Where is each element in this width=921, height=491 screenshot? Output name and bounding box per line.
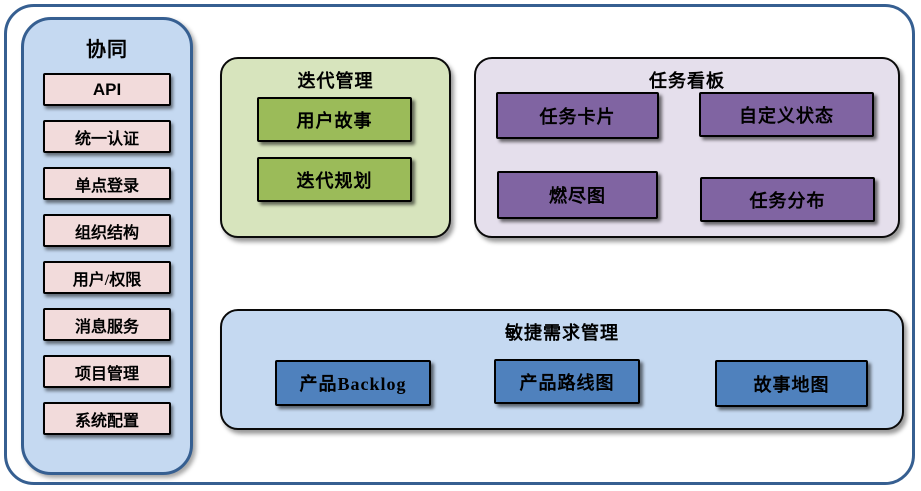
- sidebar-item-sso: 单点登录: [43, 167, 171, 200]
- collaboration-panel-title: 协同: [86, 39, 128, 61]
- sidebar-item-user-permission: 用户/权限: [43, 261, 171, 294]
- box-task-distribution: 任务分布: [700, 177, 875, 222]
- iteration-management-panel: 迭代管理 用户故事 迭代规划: [220, 57, 451, 238]
- task-board-panel: 任务看板 任务卡片 自定义状态 燃尽图 任务分布: [474, 57, 900, 238]
- agile-requirements-panel: 敏捷需求管理 产品Backlog 产品路线图 故事地图: [220, 309, 904, 430]
- outer-frame: 协同 API 统一认证 单点登录 组织结构 用户/权限 消息服务 项目管理 系统…: [4, 4, 915, 485]
- box-user-story: 用户故事: [257, 97, 412, 142]
- box-burndown-chart: 燃尽图: [497, 171, 658, 219]
- box-product-backlog: 产品Backlog: [275, 360, 431, 406]
- agile-requirements-title: 敏捷需求管理: [505, 323, 619, 343]
- sidebar-item-message-service: 消息服务: [43, 308, 171, 341]
- sidebar-item-project-mgmt: 项目管理: [43, 355, 171, 388]
- collaboration-panel: 协同 API 统一认证 单点登录 组织结构 用户/权限 消息服务 项目管理 系统…: [21, 17, 193, 475]
- iteration-management-title: 迭代管理: [297, 71, 374, 91]
- task-board-title: 任务看板: [649, 71, 725, 91]
- sidebar-item-unified-auth: 统一认证: [43, 120, 171, 153]
- sidebar-item-system-config: 系统配置: [43, 402, 171, 435]
- box-story-map: 故事地图: [715, 360, 868, 407]
- box-product-roadmap: 产品路线图: [494, 359, 640, 404]
- box-custom-status: 自定义状态: [699, 92, 874, 137]
- sidebar-item-org-structure: 组织结构: [43, 214, 171, 247]
- box-iteration-planning: 迭代规划: [257, 157, 412, 202]
- collaboration-item-list: API 统一认证 单点登录 组织结构 用户/权限 消息服务 项目管理 系统配置: [43, 73, 171, 435]
- sidebar-item-api: API: [43, 73, 171, 106]
- box-task-card: 任务卡片: [496, 92, 659, 139]
